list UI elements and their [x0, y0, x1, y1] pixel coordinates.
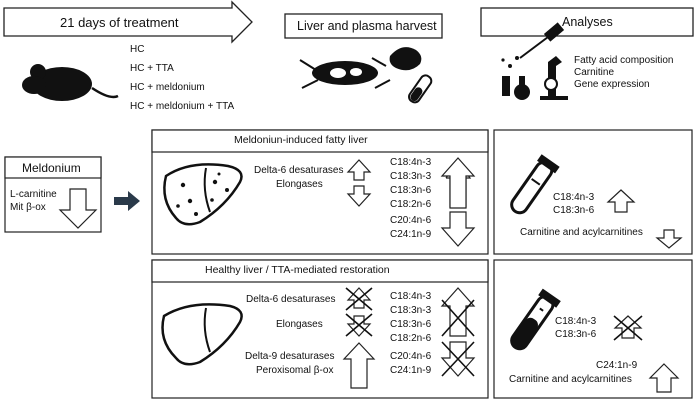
meldonium-down-arrow: [58, 188, 98, 229]
pipette-icon: [519, 22, 565, 59]
fatty-enzyme-up-arrow: [346, 159, 372, 181]
healthy-fa-1: C18:4n-3: [390, 291, 432, 302]
treatment-title: 21 days of treatment: [60, 15, 179, 30]
meldonium-l-carnitine: L-carnitine: [10, 189, 57, 200]
healthy-fa-blocked-up-x: [441, 299, 475, 337]
meldonium-to-liver-arrow: [114, 191, 140, 211]
harvest-liver-icon: [389, 47, 422, 71]
microscope-icon: [540, 56, 568, 100]
dissected-mouse-icon: [299, 57, 391, 89]
fatty-enzyme-down-arrow: [346, 185, 372, 207]
group-hc: HC: [130, 44, 145, 55]
meldonium-mit-box: Mit β-ox: [10, 202, 46, 213]
healthy-fa-down-2: C24:1n-9: [390, 365, 432, 376]
fatty-liver-title: Meldoniun-induced fatty liver: [234, 134, 368, 146]
healthy-plasma-up-arrow: [648, 363, 680, 393]
group-hc-meldonium: HC + meldonium: [130, 82, 205, 93]
fatty-fa-down-1: C20:4n-6: [390, 215, 432, 226]
treatment-arrow: [3, 0, 253, 44]
healthy-plasma-tube-icon: [510, 288, 561, 351]
healthy-fa-blocked-up-arrow: [440, 287, 476, 337]
fatty-enzyme-elongases: Elongases: [276, 179, 323, 190]
fatty-plasma-carnitine-down-arrow: [655, 229, 683, 249]
healthy-plasma-c24: C24:1n-9: [596, 360, 638, 371]
mouse-icon: [22, 64, 119, 101]
fatty-liver-icon: [163, 163, 243, 226]
healthy-enzyme-blocked-up-x: [345, 287, 373, 311]
meldonium-title: Meldonium: [22, 161, 81, 175]
flasks-icon: [501, 56, 530, 100]
analysis-gene-expression: Gene expression: [574, 79, 650, 90]
fatty-enzyme-delta6: Delta-6 desaturases: [254, 165, 344, 176]
fatty-liver-title-box: [151, 129, 489, 153]
healthy-plasma-blocked-x: [613, 315, 643, 341]
group-hc-meldonium-tta: HC + meldonium + TTA: [130, 101, 235, 112]
fat-droplets: [176, 172, 229, 216]
healthy-plasma-carnitine: Carnitine and acylcarnitines: [509, 374, 632, 385]
analysis-carnitine: Carnitine: [574, 67, 615, 78]
healthy-liver-title: Healthy liver / TTA-mediated restoration: [205, 264, 390, 276]
harvest-header-box: [284, 13, 443, 39]
healthy-liver-icon: [161, 303, 243, 366]
fatty-fa-4: C18:2n-6: [390, 199, 432, 210]
group-hc-tta: HC + TTA: [130, 63, 174, 74]
healthy-fa-3: C18:3n-6: [390, 319, 432, 330]
fatty-fa-2: C18:3n-3: [390, 171, 432, 182]
fatty-fa-down-arrow: [440, 211, 476, 247]
healthy-enzyme-delta9: Delta-9 desaturases: [245, 351, 335, 362]
analyses-title: Analyses: [562, 15, 613, 29]
meldonium-title-box: [4, 156, 102, 179]
healthy-enzyme-blocked-down-x: [345, 313, 373, 337]
healthy-fa-blocked-down-x: [441, 341, 475, 377]
healthy-enzyme-delta6: Delta-6 desaturases: [246, 294, 336, 305]
fatty-fa-down-2: C24:1n-9: [390, 229, 432, 240]
fatty-plasma-fa-up-arrow: [606, 189, 636, 213]
harvest-title: Liver and plasma harvest: [297, 19, 437, 33]
healthy-enzyme-perox: Peroxisomal β-ox: [256, 365, 334, 376]
analysis-fatty-acid: Fatty acid composition: [574, 55, 674, 66]
healthy-fa-down-1: C20:4n-6: [390, 351, 432, 362]
healthy-liver-title-box: [151, 259, 489, 283]
healthy-fa-4: C18:2n-6: [390, 333, 432, 344]
healthy-enzyme-elongases: Elongases: [276, 319, 323, 330]
healthy-plasma-fa-1: C18:4n-3: [555, 316, 597, 327]
fatty-plasma-fa-1: C18:4n-3: [553, 192, 595, 203]
fatty-fa-3: C18:3n-6: [390, 185, 432, 196]
fatty-plasma-tube-icon: [510, 154, 560, 215]
healthy-plasma-fa-2: C18:3n-6: [555, 329, 597, 340]
harvest-tube-icon: [408, 74, 433, 104]
healthy-fa-2: C18:3n-3: [390, 305, 432, 316]
fatty-fa-1: C18:4n-3: [390, 157, 432, 168]
fatty-fa-up-arrow-shape: [440, 157, 476, 209]
fatty-plasma-fa-2: C18:3n-6: [553, 205, 595, 216]
analyses-header-box: [480, 7, 694, 37]
fatty-plasma-carnitine: Carnitine and acylcarnitines: [520, 227, 643, 238]
healthy-enzyme-up-arrow: [342, 342, 376, 389]
